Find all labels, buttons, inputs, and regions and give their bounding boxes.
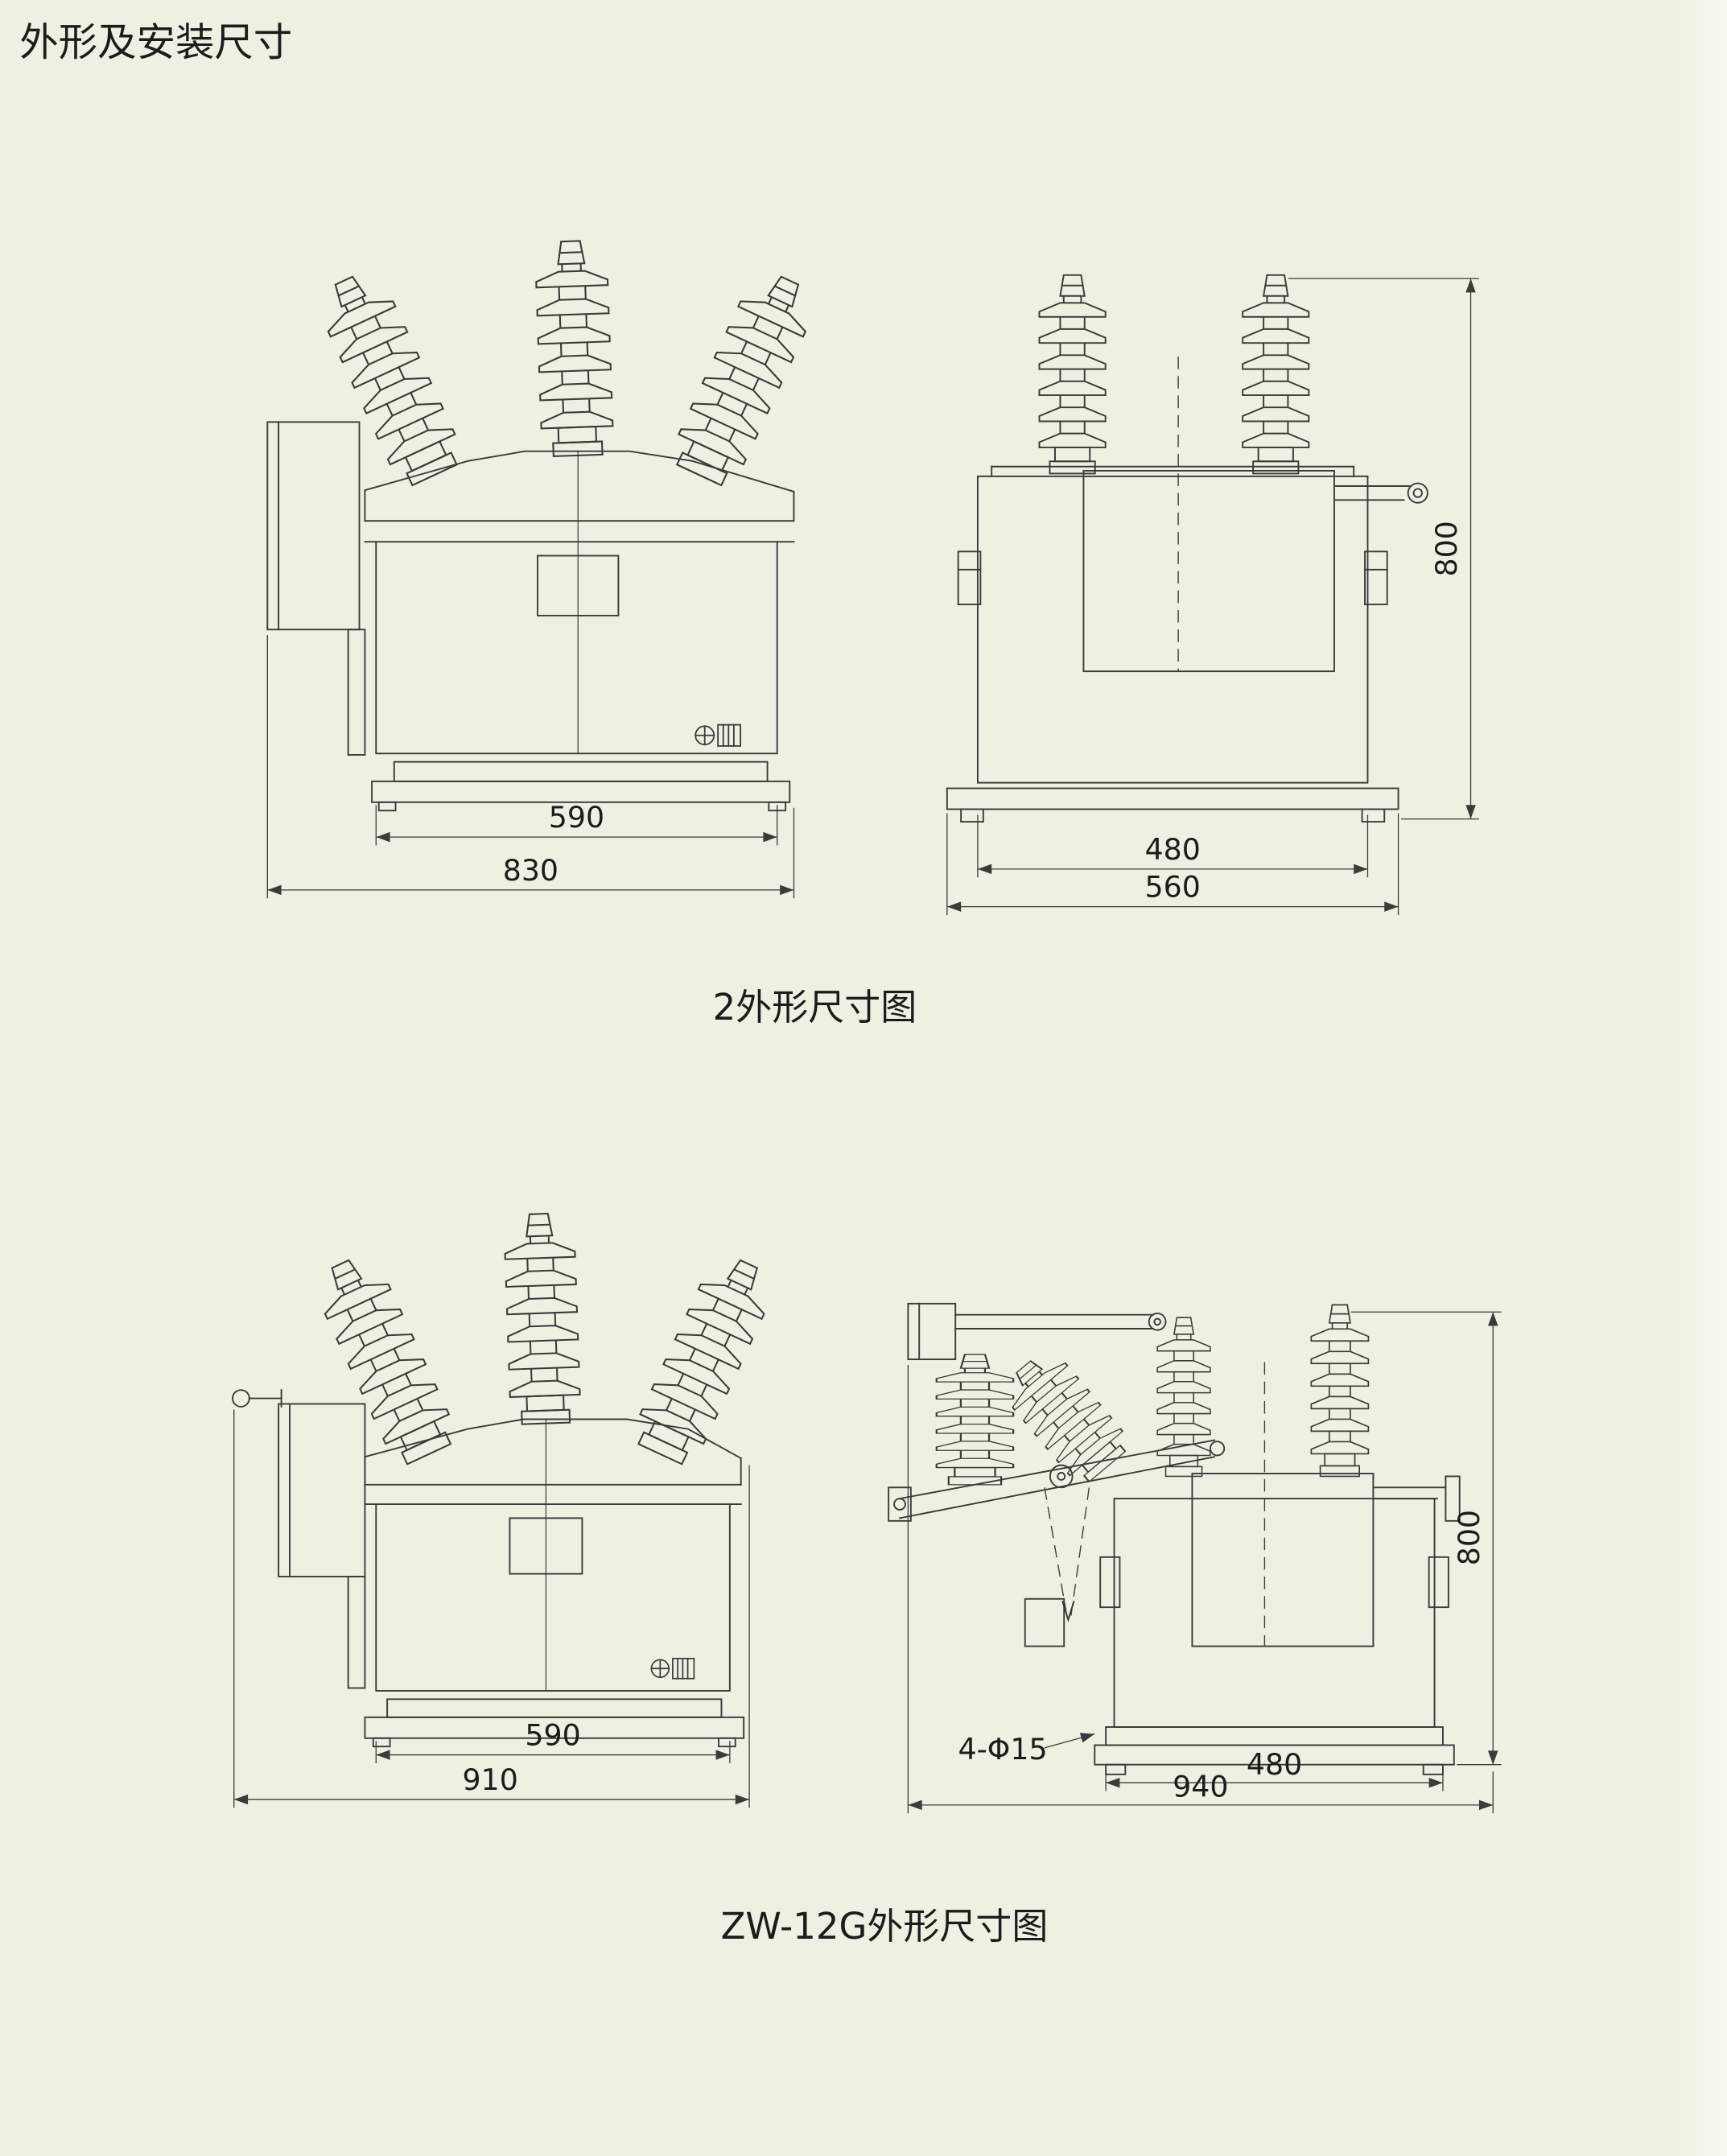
dim-label-560: 560 <box>1145 870 1201 905</box>
mounting-brackets <box>957 550 1388 606</box>
lever-socket <box>1024 1597 1065 1647</box>
figure1-side-view: 800 480 560 <box>946 274 1479 916</box>
insulator-bushing <box>935 1353 1015 1486</box>
dimension-inner-width: 590 <box>375 1717 731 1763</box>
dimension-inner-width: 590 <box>375 800 778 846</box>
tank-roof <box>364 1418 742 1506</box>
figure2-caption: ZW-12G外形尺寸图 <box>721 1905 1049 1948</box>
dim-label-800: 800 <box>1452 1510 1486 1565</box>
dimension-overall-width: 560 <box>946 813 1399 916</box>
lifting-arm <box>1372 1475 1461 1522</box>
insulator-bushing <box>666 264 823 491</box>
dim-label-830: 830 <box>503 853 558 888</box>
mechanism-cabinet <box>278 1403 366 1689</box>
base-frame <box>946 787 1399 823</box>
mechanism-housing <box>1082 469 1335 673</box>
dim-label-940: 940 <box>1173 1770 1228 1804</box>
page-title: 外形及安装尺寸 <box>19 20 292 65</box>
dim-label-910: 910 <box>463 1762 518 1797</box>
mechanism-housing <box>1191 1473 1375 1647</box>
dimension-height: 800 <box>1288 278 1479 820</box>
mechanism-cabinet <box>266 421 366 756</box>
insulator-bushing <box>307 1248 462 1470</box>
base-frame <box>1094 1726 1455 1775</box>
insulator-bushing <box>311 264 468 491</box>
tank-roof <box>364 450 795 543</box>
dimension-height: 800 <box>1350 1311 1502 1766</box>
dimension-overall-width: 830 <box>266 635 795 899</box>
mounting-holes-callout: 4-Φ15 <box>958 1732 1095 1766</box>
figure2-side-view: 4-Φ15 480 940 800 <box>888 1302 1502 1814</box>
hole-label-4xphi15: 4-Φ15 <box>958 1732 1048 1766</box>
insulator-bushing <box>534 239 615 458</box>
insulator-bushing <box>1038 274 1107 475</box>
figure2-front-view: 590 910 <box>232 1211 781 1808</box>
tank-body <box>375 1419 731 1692</box>
dim-label-590: 590 <box>525 1717 580 1752</box>
ground-terminal-symbol <box>650 1657 695 1680</box>
dimension-inner-width: 480 <box>977 814 1369 878</box>
insulator-bushing <box>1242 274 1310 475</box>
operating-mechanism-box <box>907 1302 957 1361</box>
tank-body <box>1113 1362 1436 1728</box>
ground-terminal-symbol <box>695 723 742 747</box>
tank-body <box>375 451 778 755</box>
dimension-inner-width: 480 <box>1105 1747 1444 1791</box>
linkage-rod <box>954 1313 1167 1331</box>
dim-label-480: 480 <box>1145 832 1201 867</box>
lifting-arm <box>1333 482 1428 504</box>
dimension-overall-width: 910 <box>233 1409 750 1808</box>
insulator-bushing <box>1310 1304 1370 1478</box>
dim-label-480: 480 <box>1247 1747 1302 1782</box>
insulator-bushing <box>1156 1317 1211 1478</box>
operating-lever <box>888 1439 1226 1647</box>
dimension-overall-width: 940 <box>907 1365 1494 1814</box>
hanging-hook <box>232 1389 282 1408</box>
base-frame <box>364 1698 745 1748</box>
figure1-front-view: 590 830 <box>266 239 823 899</box>
insulator-bushing <box>627 1248 781 1470</box>
mounting-brackets <box>1099 1556 1449 1609</box>
dim-label-590: 590 <box>549 800 604 835</box>
tank-body <box>976 357 1369 784</box>
figure1-caption: 2外形尺寸图 <box>713 986 917 1029</box>
dim-label-800: 800 <box>1429 521 1464 576</box>
insulator-bushing <box>502 1211 582 1426</box>
